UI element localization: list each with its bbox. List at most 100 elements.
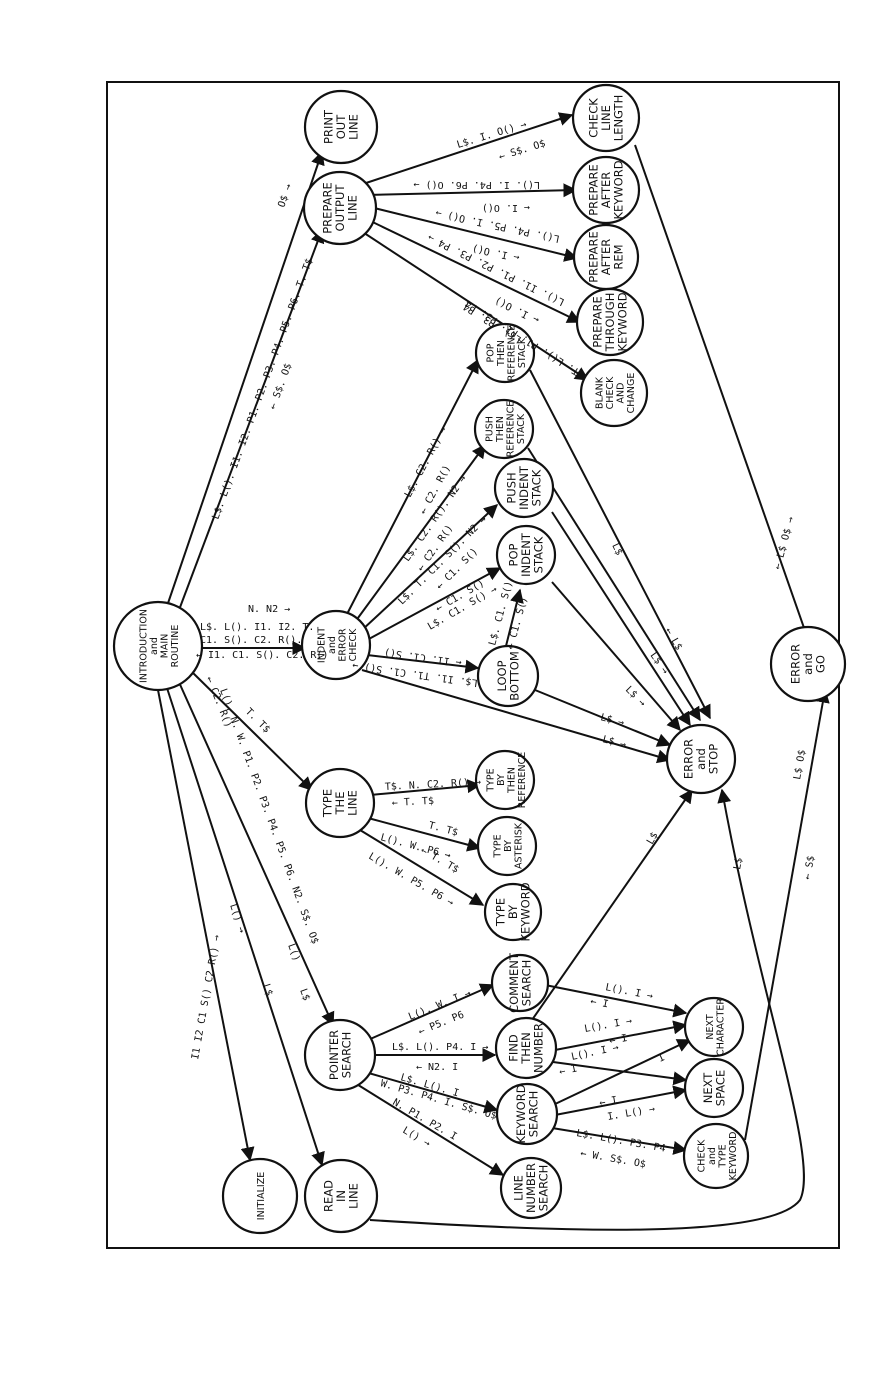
node-label-line: STACK bbox=[530, 469, 544, 506]
edge-ptr-line bbox=[354, 1082, 505, 1176]
node-label-line: NEXT bbox=[701, 1072, 715, 1104]
edge-find-nextchar bbox=[554, 1020, 688, 1051]
edge-comment-nextchar bbox=[544, 984, 688, 1018]
node-label-line: BY bbox=[496, 774, 507, 786]
node-label-line: CHARACTER bbox=[715, 998, 726, 1056]
label-to-error-stop-8: L$ bbox=[732, 857, 745, 871]
edge-check-errorgo bbox=[634, 144, 813, 647]
node-label-line: KEYWORD bbox=[728, 1132, 739, 1181]
edge-prep-check bbox=[359, 112, 574, 186]
node-circle bbox=[303, 1158, 379, 1234]
node-label-line: THEN bbox=[506, 767, 517, 794]
label-to-error-stop-3: L$ → bbox=[601, 734, 627, 751]
node-label-line: and bbox=[327, 636, 338, 654]
node-label-line: REM bbox=[612, 244, 626, 269]
label-prep-through-out: L(). I1. P1. P2. P3. P4 → bbox=[426, 231, 566, 307]
label-prep-afterkw-out: L(). I. P4. P6. O() → bbox=[414, 179, 540, 190]
node-label-line: ERROR bbox=[682, 739, 696, 779]
node-circle bbox=[495, 524, 557, 586]
node-circle bbox=[476, 644, 540, 708]
edge-popind-errorstop bbox=[551, 581, 681, 732]
node-initialize: INITIALIZE bbox=[221, 1157, 299, 1235]
node-label-line: STACK bbox=[532, 536, 546, 573]
edge-ptr-comment bbox=[367, 983, 495, 1041]
edge-loop-errorstop bbox=[534, 689, 672, 747]
node-label-line: CHANGE bbox=[626, 373, 637, 414]
node-label-line: INITIALIZE bbox=[256, 1172, 267, 1220]
node-label-line: ASTERISK bbox=[514, 822, 525, 869]
label-kw-checktype-back: ← W. S$. O$ bbox=[579, 1148, 646, 1170]
node-label-line: AND bbox=[615, 383, 626, 404]
node-label-line: ERROR bbox=[789, 644, 803, 684]
node-label-line: CHECK bbox=[605, 376, 616, 409]
node-label-line: PREPARE bbox=[591, 296, 605, 348]
label-to-error-stop-7: L$ bbox=[645, 831, 661, 847]
node-label-line: POINTER bbox=[327, 1030, 341, 1080]
node-label-line: and bbox=[149, 637, 160, 655]
node-label-line: KEYWORD bbox=[616, 292, 630, 351]
node-circle bbox=[303, 1018, 377, 1092]
label-ptr-find-back: ← N2. I bbox=[416, 1062, 458, 1073]
node-label-line: and bbox=[801, 653, 815, 675]
edge-find-errorstop bbox=[524, 788, 693, 1031]
node-label-line: PREPARE bbox=[321, 182, 335, 234]
edge-intro-init bbox=[157, 689, 255, 1162]
node-label-line: LINE bbox=[346, 195, 360, 221]
node-label-line: LINE bbox=[346, 790, 360, 816]
label-to-error-stop-1: L$ bbox=[609, 542, 624, 558]
edge-kw-nextspace bbox=[554, 1085, 688, 1116]
node-circle bbox=[483, 882, 543, 942]
node-circle bbox=[495, 1082, 559, 1146]
label-kw-nextchar-back: I bbox=[657, 1052, 667, 1065]
node-label-line: PRINT bbox=[322, 109, 336, 144]
node-circle bbox=[579, 358, 649, 428]
node-label-line: ERROR bbox=[337, 628, 348, 662]
node-label-line: PUSH bbox=[505, 472, 519, 503]
edge-kw-nextchar bbox=[552, 1039, 692, 1106]
label-type-ref-back: ← T. T$ bbox=[392, 796, 435, 809]
label-comment-nextchar-back: ← I bbox=[589, 996, 609, 1010]
node-label-line: THEN bbox=[519, 1032, 533, 1065]
node-label-line: INDENT bbox=[316, 627, 327, 663]
node-label: INITIALIZE bbox=[256, 1172, 267, 1220]
label-intro-prepare-out: L$. L(). I1. I2. P1. P2. P3. P4. P5. P6.… bbox=[210, 257, 315, 521]
node-circle bbox=[571, 155, 641, 225]
node-label-line: KEYWORD bbox=[612, 160, 626, 219]
node-label-line: TYPE bbox=[485, 768, 496, 792]
node-label-line: SEARCH bbox=[519, 960, 533, 1007]
node-label-line: BY bbox=[503, 840, 514, 852]
label-intro-indent-top: N. N2 → bbox=[248, 604, 290, 615]
label-intro-indent-bottom: ← I1. C1. S(). C2. R() bbox=[196, 650, 328, 661]
label-ptr-find-out: L$. L(). P4. I → bbox=[392, 1042, 488, 1053]
node-label-line: TYPE bbox=[494, 898, 508, 927]
edge-indent-loop bbox=[366, 654, 480, 674]
node-label-line: NEXT bbox=[705, 1014, 716, 1039]
node-label-line: THROUGH bbox=[603, 293, 617, 353]
node-label-line: REFERENCE bbox=[505, 401, 516, 457]
edge-pushref-errorstop bbox=[527, 447, 701, 722]
node-label-line: LINE bbox=[512, 1175, 526, 1201]
